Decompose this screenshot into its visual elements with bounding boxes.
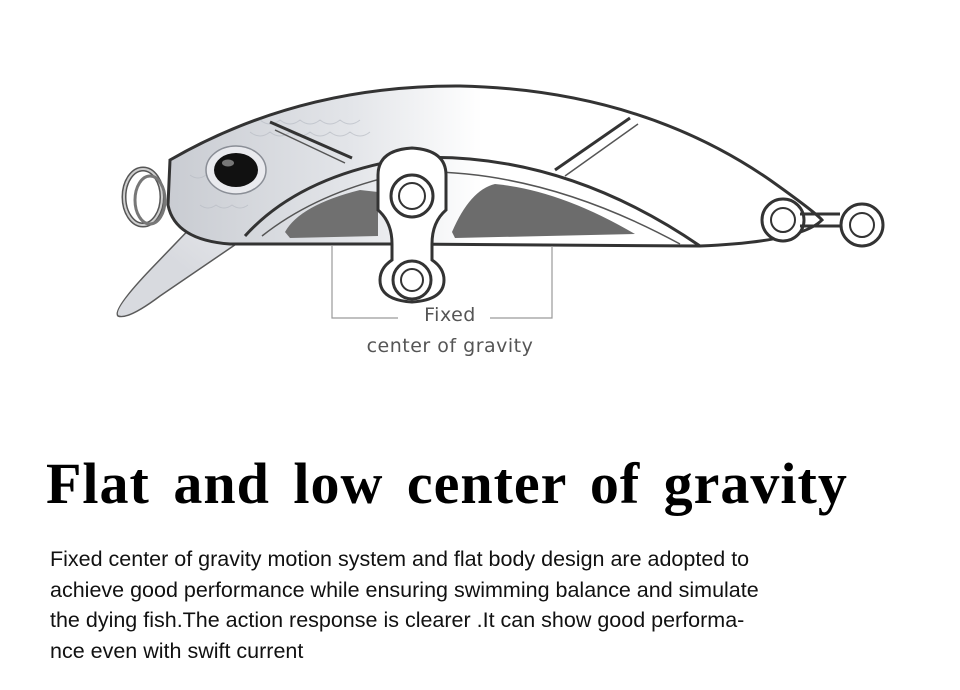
headline: Flat and low center of gravity [46,451,848,516]
front-split-ring [121,166,167,228]
callout-label-center-of-gravity: center of gravity [366,335,534,357]
center-of-gravity-weight [376,146,448,304]
callout-label-fixed: Fixed [424,304,476,326]
description-paragraph: Fixed center of gravity motion system an… [50,544,910,666]
weight-chamber-front [285,190,378,238]
fishing-lure-illustration [116,84,885,319]
rear-eyelet [760,197,885,248]
weight-chamber-rear [452,184,635,238]
description-line: achieve good performance while ensuring … [50,577,759,602]
callout-bracket [331,246,553,319]
description-line: nce even with swift current [50,638,304,663]
description-line: Fixed center of gravity motion system an… [50,547,750,571]
lure-eye [205,145,267,195]
description-line: the dying fish.The action response is cl… [50,608,745,632]
